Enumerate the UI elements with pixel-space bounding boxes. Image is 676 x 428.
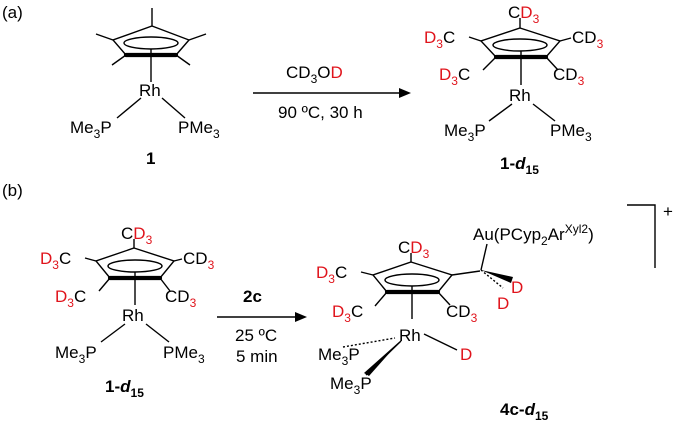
start-b-ligand-right: PMe3 xyxy=(163,343,205,366)
arrowhead-a xyxy=(399,88,411,98)
arrowhead-b xyxy=(295,312,307,322)
panel-b-label: (b) xyxy=(2,181,23,200)
start-b-number: 1-d15 xyxy=(105,377,144,400)
charge-sign: + xyxy=(663,202,673,221)
product-b-cd3-right-bot: CD3 xyxy=(446,302,478,325)
cd2-wedge xyxy=(481,270,513,283)
product-b-cd3-left-bot: D3C xyxy=(332,302,363,325)
cd2-hash-bond xyxy=(480,269,504,289)
product-a-cd3-left-bot: D3C xyxy=(439,65,470,88)
cd2-deuterium-2: D xyxy=(497,294,509,313)
compound-1-ligand-right: PMe3 xyxy=(178,118,220,141)
compound-1-number: 1 xyxy=(146,149,155,168)
gold-fragment: Au(PCyp2ArXyl2) xyxy=(473,222,594,248)
start-b-cd3-left-top: D3C xyxy=(40,249,71,272)
start-b-cd3-right-top: CD3 xyxy=(183,249,215,272)
compound-1-ligand-left: Me3P xyxy=(70,118,112,141)
start-b-metal: Rh xyxy=(122,306,144,325)
charge-bracket xyxy=(627,204,656,268)
reagent-a: CD3OD xyxy=(286,63,343,86)
reagent-b: 2c xyxy=(243,287,262,306)
product-b-cd3-left-top: D3C xyxy=(316,263,347,286)
product-a-metal: Rh xyxy=(509,86,531,105)
panel-a-label: (a) xyxy=(2,3,23,22)
start-b-cd3-right-bot: CD3 xyxy=(165,287,197,310)
product-a-cd3-left-top: D3C xyxy=(424,28,455,51)
start-b-ligand-left: Me3P xyxy=(55,343,97,366)
rh-deuteride: D xyxy=(460,345,472,364)
product-a-cd3-right-top: CD3 xyxy=(572,28,604,51)
start-b-structure xyxy=(84,239,183,343)
product-a-ligand-right: PMe3 xyxy=(550,121,592,144)
compound-1-metal: Rh xyxy=(139,81,161,100)
conditions-a: 90 ºC, 30 h xyxy=(278,103,363,122)
product-a-cd3-right-bot: CD3 xyxy=(553,65,585,88)
conditions-b-line2: 5 min xyxy=(236,347,278,366)
product-b-ligand-top: Me3P xyxy=(318,345,360,368)
product-b-ligand-bot: Me3P xyxy=(330,374,372,397)
product-b-number: 4c-d15 xyxy=(500,400,549,423)
product-a-number: 1-d15 xyxy=(500,154,539,177)
product-a-cd3-top: CD3 xyxy=(508,3,540,26)
product-b-metal: Rh xyxy=(399,326,421,345)
product-a-ligand-left: Me3P xyxy=(444,121,486,144)
product-1-d15-structure xyxy=(468,18,572,122)
conditions-b-line1: 25 ºC xyxy=(235,326,277,345)
start-b-cd3-left-bot: D3C xyxy=(55,287,86,310)
start-b-cd3-top: CD3 xyxy=(121,224,153,247)
cd2-deuterium-1: D xyxy=(511,278,523,297)
pme3-wedge xyxy=(364,341,400,376)
product-b-cd3-top: CD3 xyxy=(398,238,430,261)
compound-1-structure xyxy=(95,8,207,119)
